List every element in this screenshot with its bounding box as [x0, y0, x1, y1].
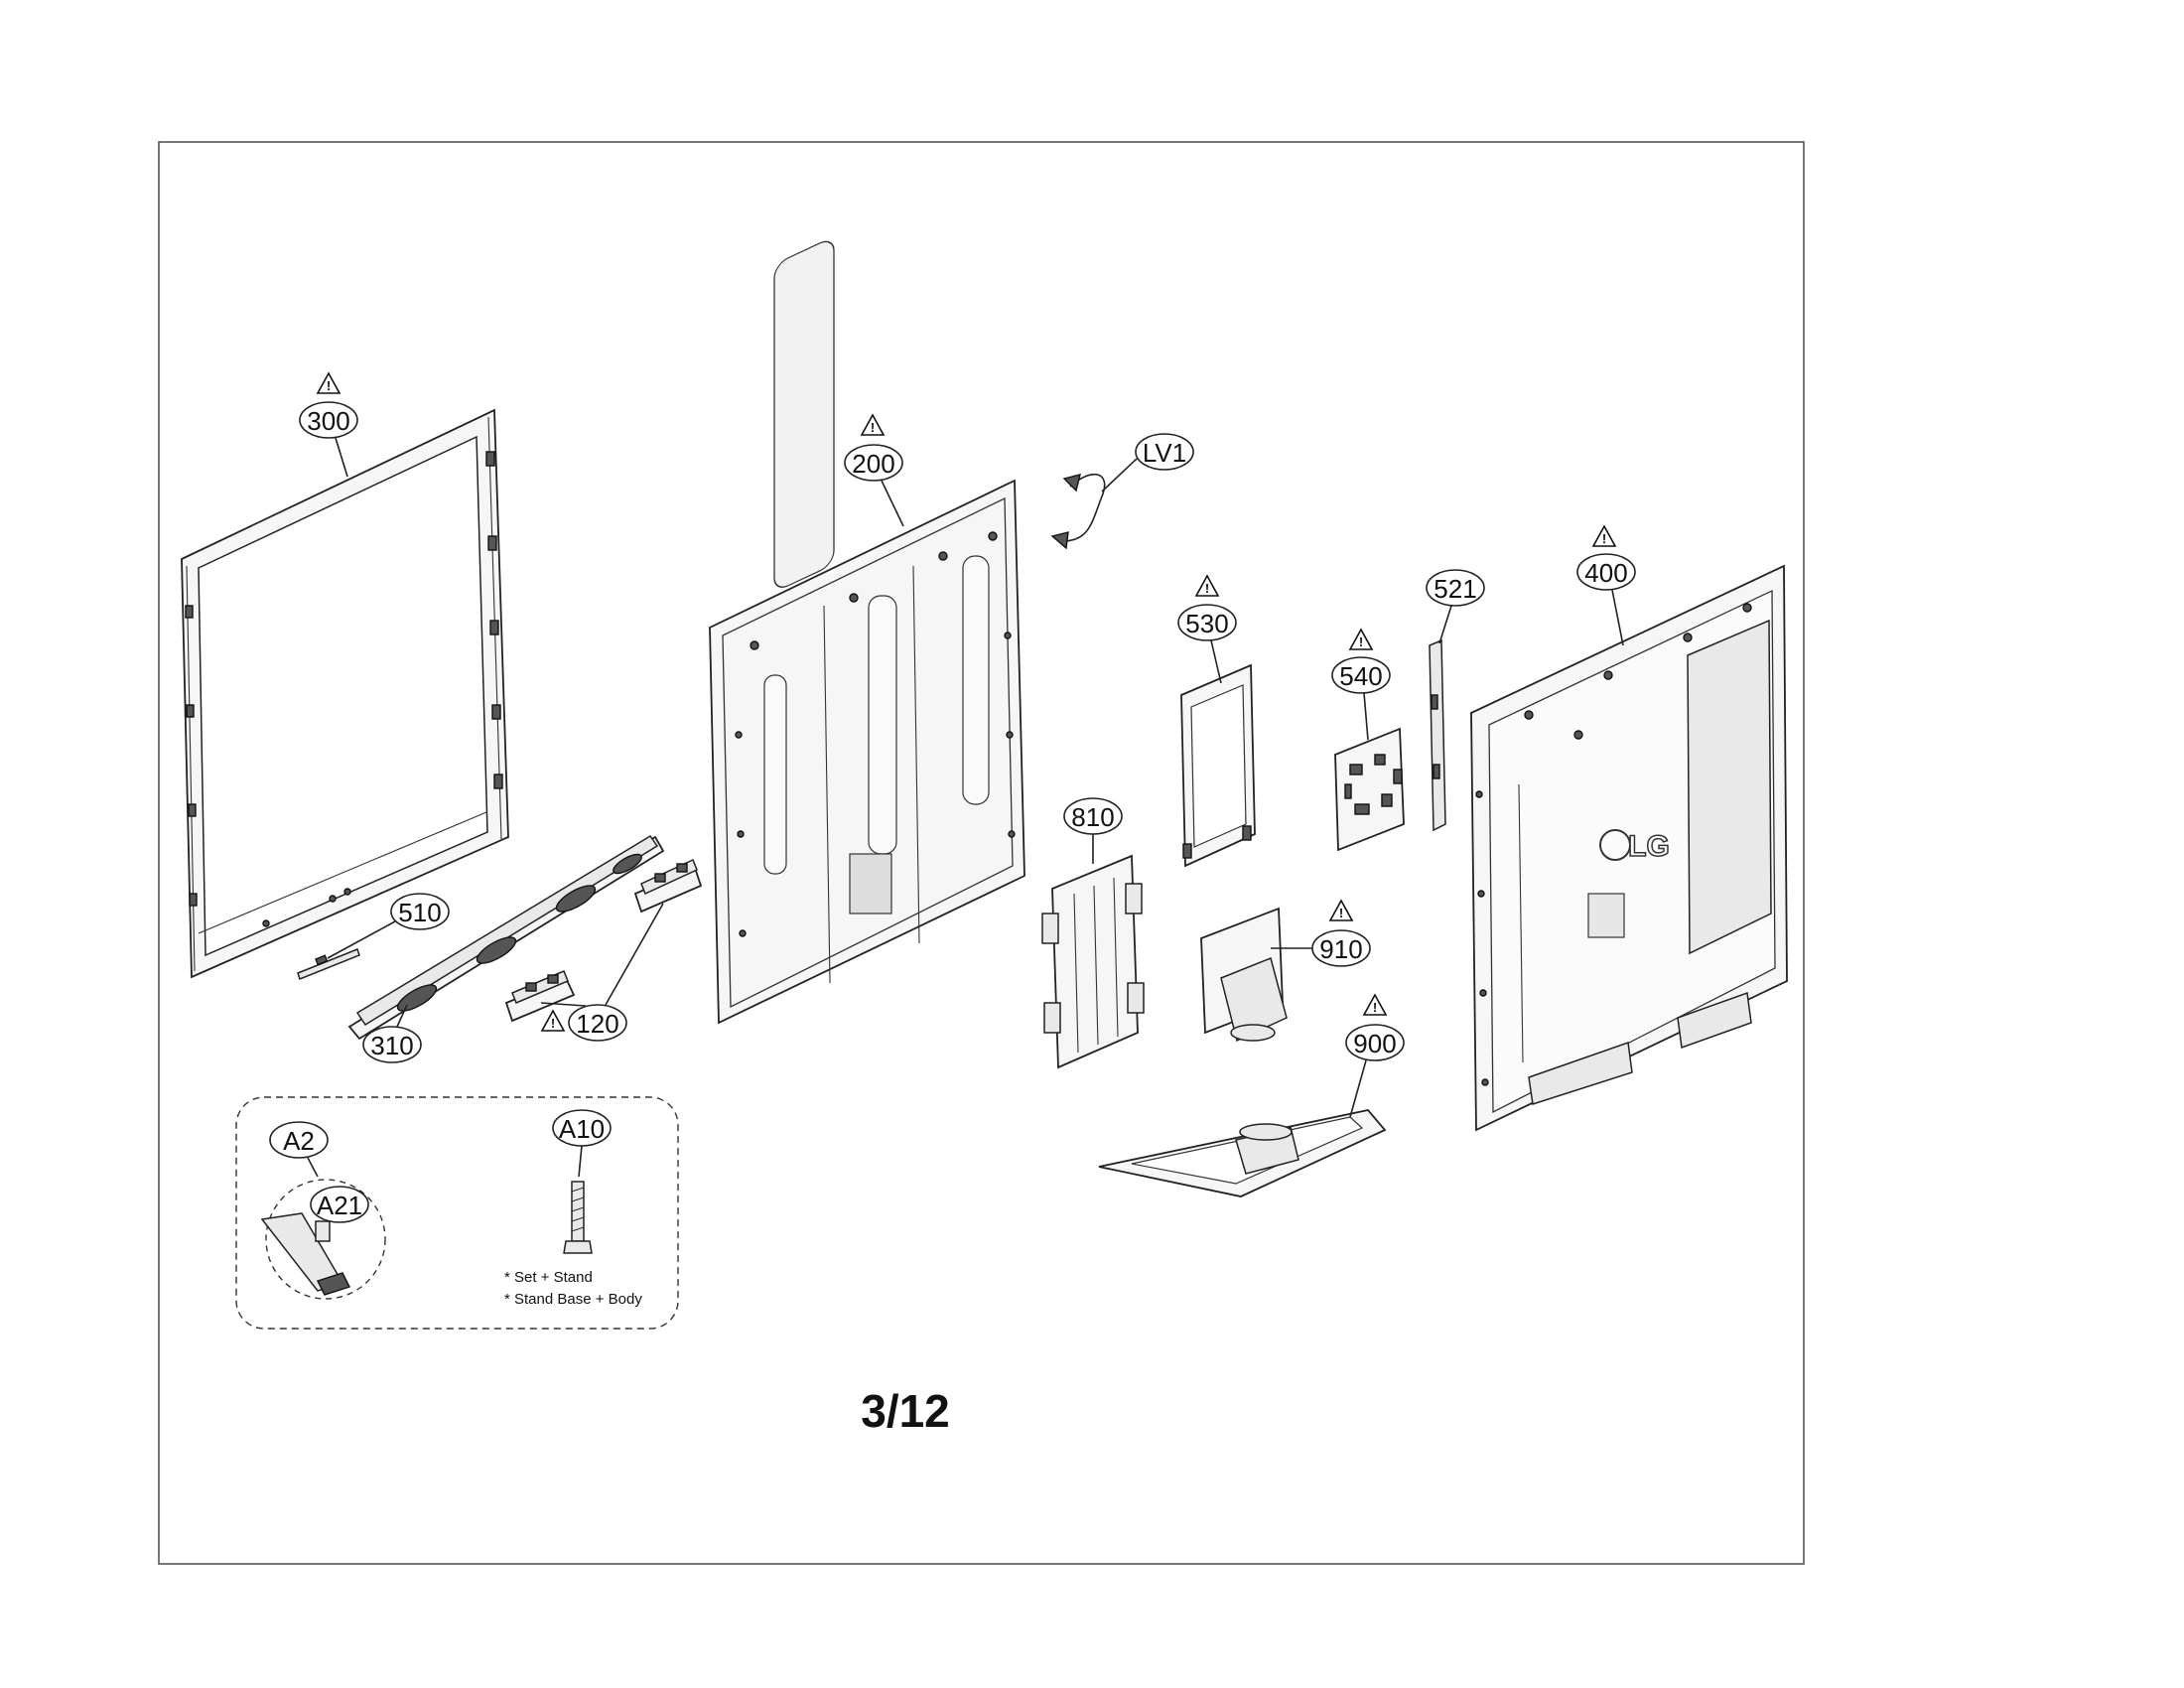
part-LV1-cable	[1050, 473, 1106, 550]
part-300-front-bezel	[181, 408, 509, 979]
callout-810: 810	[1063, 797, 1123, 864]
callout-300: ! 300	[299, 371, 358, 478]
callout-A2-label: A2	[283, 1126, 315, 1156]
svg-text:!: !	[1602, 531, 1606, 546]
svg-text:!: !	[327, 378, 331, 393]
callout-120: ! 120	[540, 903, 664, 1042]
callout-530-label: 530	[1185, 609, 1228, 638]
svg-text:LG: LG	[1628, 830, 1670, 863]
part-A10-screw	[563, 1181, 593, 1254]
callout-510-label: 510	[398, 898, 441, 927]
note-line-1: * Set + Stand	[504, 1269, 593, 1286]
svg-text:!: !	[1339, 906, 1343, 920]
callout-300-label: 300	[307, 406, 349, 436]
callout-A10: A10	[552, 1109, 612, 1178]
callout-900: ! 900	[1345, 993, 1405, 1118]
page-frame	[158, 141, 1805, 1565]
svg-text:!: !	[871, 420, 875, 435]
callout-A2: A2	[269, 1121, 329, 1178]
part-200-main-frame	[709, 240, 1025, 1025]
svg-text:!: !	[1359, 634, 1363, 649]
callout-A10-label: A10	[559, 1114, 605, 1144]
note-line-2: * Stand Base + Body	[504, 1291, 642, 1308]
callout-540: ! 540	[1331, 628, 1391, 741]
part-540-main-board	[1334, 727, 1405, 852]
part-400-back-cover: LG	[1470, 564, 1788, 1132]
part-510-key-board	[297, 948, 360, 980]
part-530-power-board	[1180, 663, 1256, 868]
accessory-box: A2 A21 A10 * Set + Stand *	[235, 1096, 679, 1330]
callout-A21-label: A21	[317, 1191, 362, 1220]
part-120-speaker-left	[504, 970, 576, 1023]
callout-530: ! 530	[1177, 574, 1237, 684]
callout-LV1-label: LV1	[1143, 438, 1186, 468]
callout-521-label: 521	[1433, 574, 1476, 604]
part-310-speaker-bracket	[347, 834, 665, 1041]
callout-200-label: 200	[852, 449, 894, 479]
callout-310-label: 310	[370, 1031, 413, 1060]
callout-400: ! 400	[1576, 524, 1636, 646]
lg-logo: LG	[1599, 829, 1671, 864]
callout-200: ! 200	[844, 413, 904, 527]
callout-510: 510	[327, 893, 450, 959]
svg-text:!: !	[551, 1016, 555, 1031]
callout-810-label: 810	[1071, 802, 1114, 832]
part-A21-stand-foot	[260, 1212, 350, 1296]
part-120-speaker-right	[633, 858, 703, 914]
svg-text:!: !	[1205, 581, 1209, 596]
callout-900-label: 900	[1353, 1029, 1396, 1058]
callout-A21: A21	[310, 1186, 369, 1223]
callout-910: ! 910	[1271, 899, 1371, 967]
svg-text:!: !	[1373, 1000, 1377, 1015]
part-900-stand-base	[1098, 1109, 1387, 1197]
part-910-stand-neck	[1200, 907, 1288, 1043]
part-810-bracket	[1041, 854, 1145, 1069]
callout-310: 310	[362, 1004, 422, 1063]
callout-910-label: 910	[1319, 934, 1362, 964]
callout-521: 521	[1426, 569, 1485, 644]
part-521-board	[1429, 638, 1446, 832]
callout-400-label: 400	[1584, 558, 1627, 588]
page-number: 3/12	[861, 1385, 950, 1437]
callout-540-label: 540	[1339, 661, 1382, 691]
callout-LV1: LV1	[1101, 433, 1194, 492]
callout-120-label: 120	[576, 1009, 618, 1039]
